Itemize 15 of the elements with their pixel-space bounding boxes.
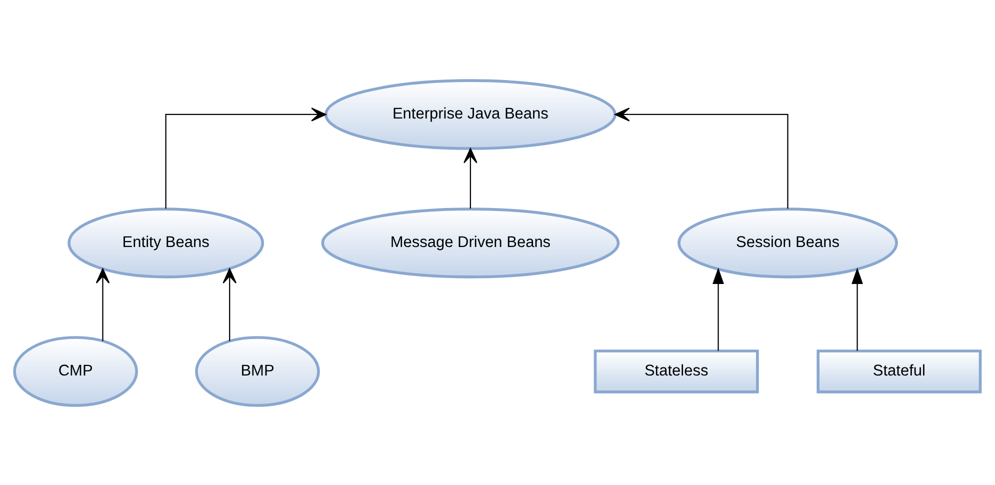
node-ellipse: BMP: [195, 336, 320, 406]
node-ellipse: Session Beans: [678, 207, 898, 278]
arrow: [464, 148, 478, 208]
arrow: [96, 268, 110, 340]
arrow: [165, 107, 326, 208]
node-ellipse: Message Driven Beans: [321, 207, 620, 278]
node-ellipse: Enterprise Java Beans: [324, 78, 616, 150]
node-ellipse: Entity Beans: [68, 207, 264, 278]
arrow: [852, 267, 863, 350]
arrow: [614, 107, 788, 208]
arrow: [222, 268, 237, 340]
node-box: Stateless: [594, 349, 759, 393]
node-ellipse: CMP: [13, 336, 138, 406]
arrow: [712, 267, 724, 350]
node-box: Stateful: [816, 349, 982, 393]
